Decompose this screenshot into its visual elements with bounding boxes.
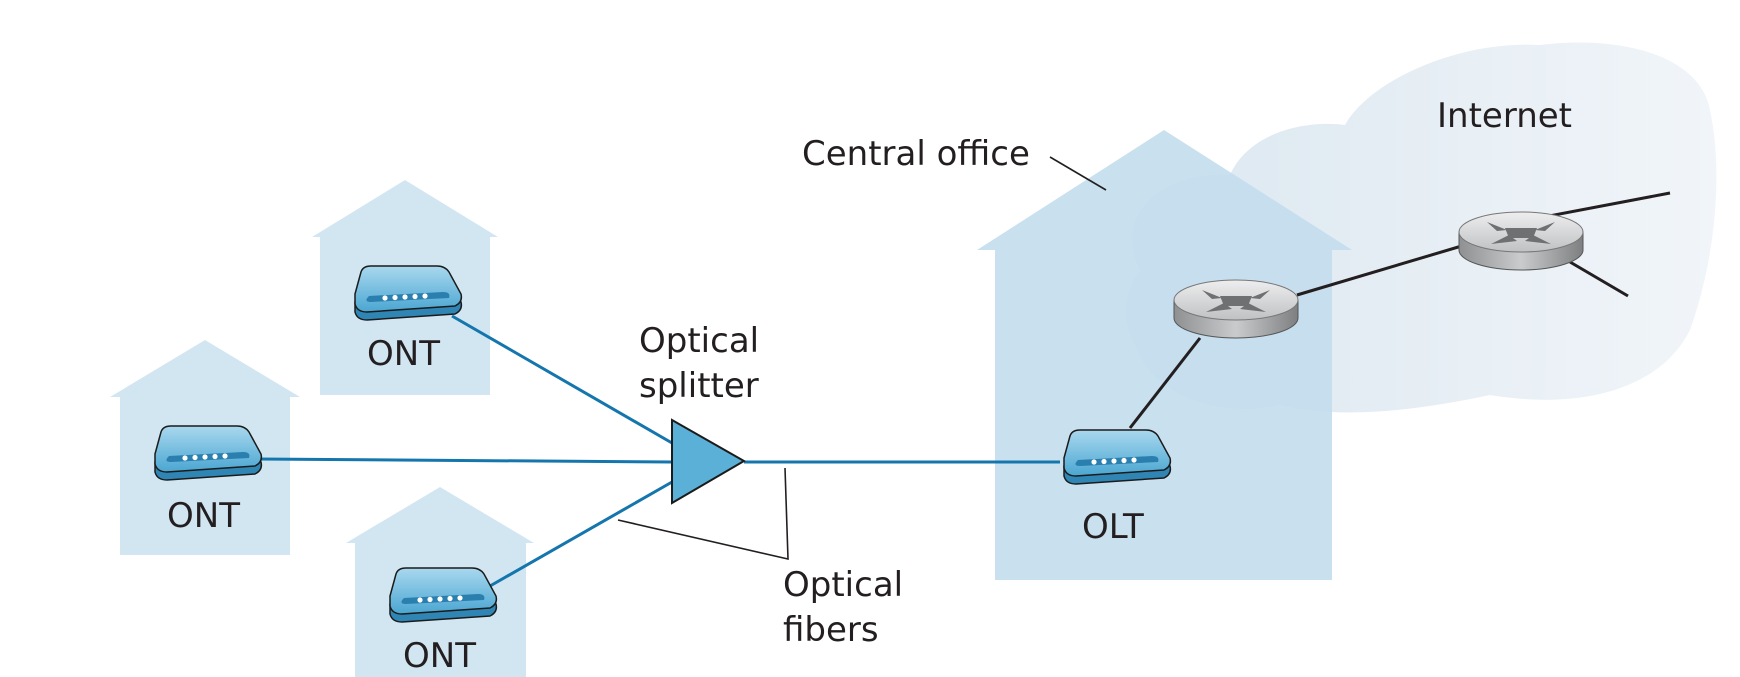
- internet-link-2: [1569, 260, 1629, 298]
- router-to-router-link: [1296, 243, 1466, 297]
- ont-left-label: ONT: [167, 496, 240, 536]
- optical-fibers-label-line2: fibers: [783, 610, 879, 650]
- router-icon-central: [1173, 279, 1299, 339]
- central-office-label: Central office: [802, 134, 1030, 174]
- optical-splitter-label-line2: splitter: [639, 366, 759, 406]
- router-to-olt-link: [1128, 337, 1202, 429]
- optical-fibers-leader: [617, 467, 789, 561]
- ont-device-icon-top: [354, 265, 463, 321]
- central-office-leader: [1049, 156, 1107, 191]
- fiber-top: [451, 314, 673, 445]
- optical-splitter-label-line1: Optical: [639, 321, 759, 361]
- olt-label: OLT: [1082, 507, 1144, 547]
- ont-device-icon-left: [154, 425, 263, 481]
- ont-bottom-label: ONT: [403, 636, 476, 676]
- fiber-left: [257, 457, 673, 464]
- optical-fibers-label-line1: Optical: [783, 565, 903, 605]
- router-icon-internet: [1458, 211, 1584, 271]
- olt-device-icon: [1063, 429, 1172, 485]
- ont-top-label: ONT: [367, 334, 440, 374]
- internet-label: Internet: [1437, 96, 1572, 136]
- ont-device-icon-bottom: [389, 567, 498, 623]
- fiber-bottom: [489, 480, 673, 588]
- optical-splitter-icon: [671, 418, 747, 505]
